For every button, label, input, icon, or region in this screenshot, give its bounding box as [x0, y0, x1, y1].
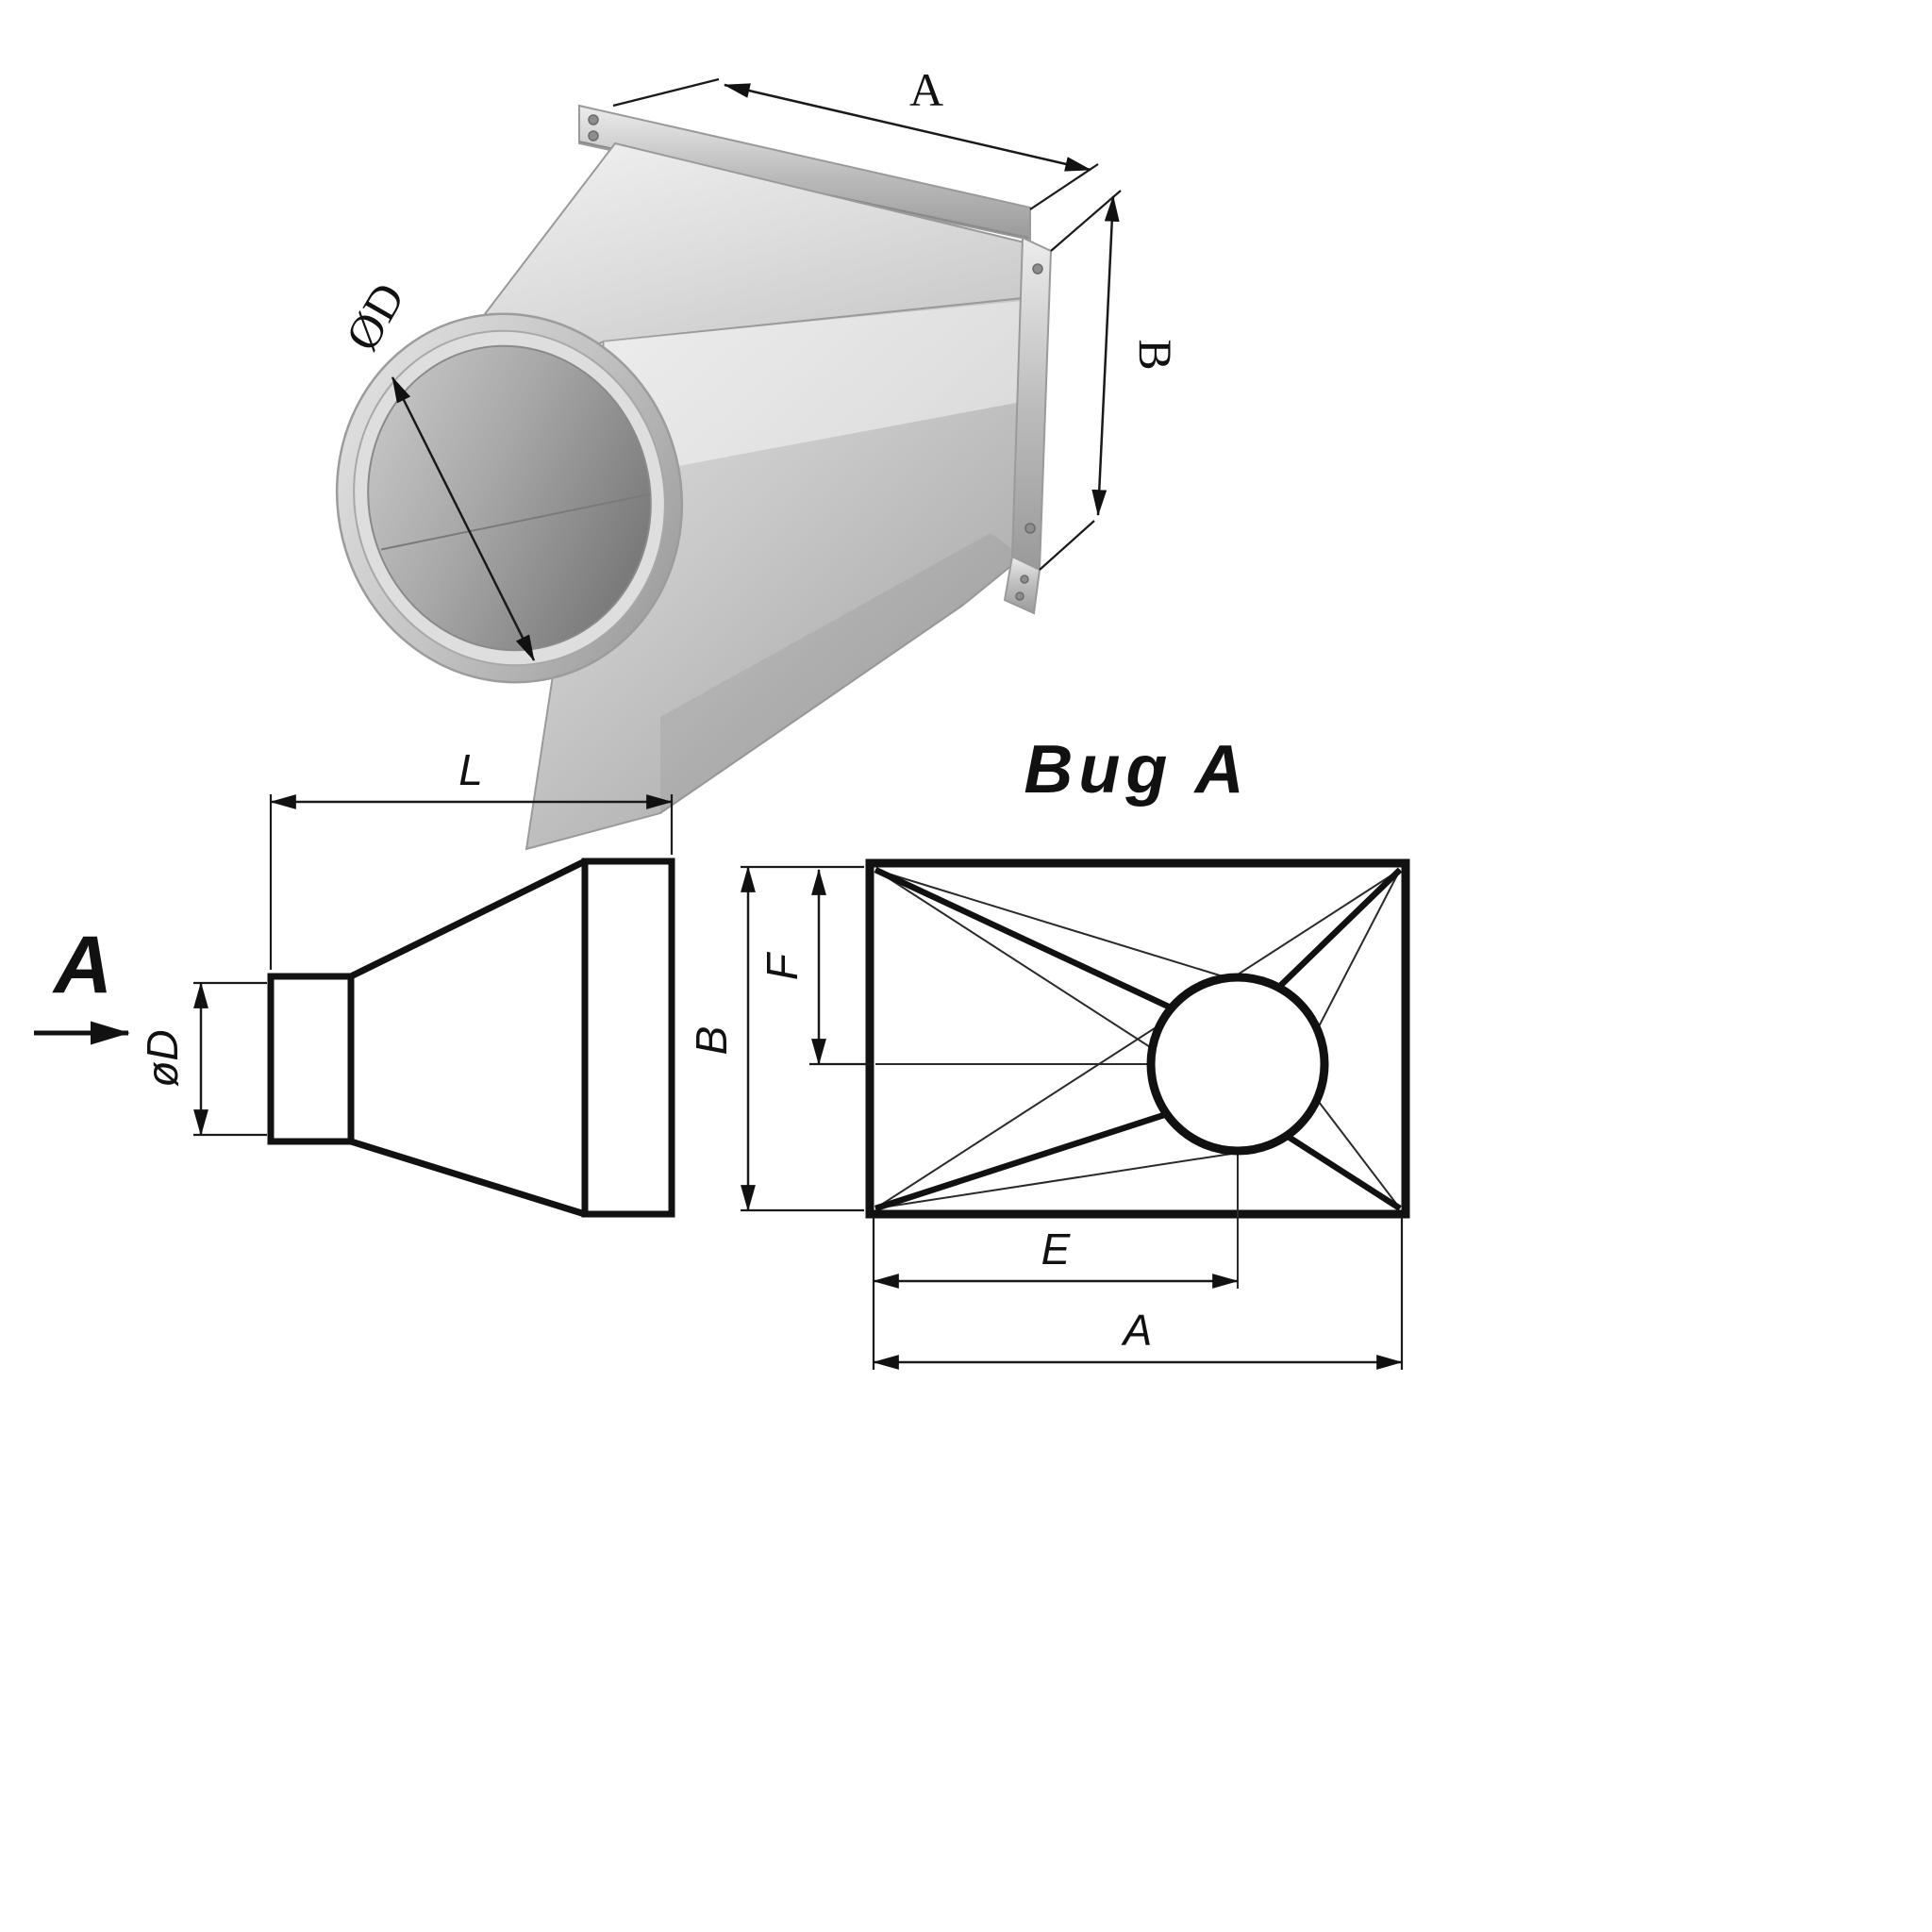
fold-line	[874, 869, 1401, 1209]
dim-label-a: A	[909, 63, 943, 116]
fold-line	[874, 867, 1176, 1012]
view-a-circle	[1146, 973, 1329, 1156]
dim-label-d: ØD	[335, 274, 415, 359]
view-a-title: Bug A	[1024, 732, 1249, 808]
dim-line	[723, 83, 1092, 172]
fold-line	[874, 869, 1233, 980]
fold-line	[874, 1109, 1172, 1212]
rect-end-outline	[581, 858, 675, 1218]
flange-hole	[1015, 591, 1024, 601]
funnel-lower-shade	[660, 533, 1023, 813]
fold-line	[1285, 1133, 1402, 1211]
cone-bottom-line	[349, 1138, 587, 1218]
dim-label-b: B	[687, 1026, 736, 1056]
flange-hole	[1024, 523, 1036, 534]
photo-duct-transition: A B ØD	[335, 63, 1182, 851]
bottom-flange-tab	[1003, 555, 1041, 615]
dim-label-a: A	[1121, 1306, 1153, 1355]
viewa-dim-e: E	[872, 1217, 1240, 1289]
side-view: L øD A	[34, 745, 675, 1218]
viewa-dim-a: A	[872, 1217, 1404, 1370]
dim-label-e: E	[1041, 1224, 1072, 1274]
dim-line	[391, 375, 536, 662]
flange-hole	[1032, 263, 1043, 275]
fold-line	[1274, 867, 1403, 991]
dim-label-l: L	[458, 745, 483, 794]
dim-label-f: F	[758, 951, 807, 980]
viewa-dim-b: B	[687, 865, 864, 1212]
photo-dim-a: A	[612, 63, 1099, 210]
funnel-highlight	[604, 300, 1032, 476]
ext-line	[612, 77, 720, 108]
dim-label-d: øD	[138, 1029, 187, 1087]
dim-label-b: B	[1129, 339, 1182, 370]
side-dim-l: L	[269, 745, 674, 970]
dim-line	[1091, 194, 1120, 517]
ext-line	[1029, 163, 1099, 210]
view-direction-marker: A	[34, 920, 130, 1045]
round-stub-outline	[267, 973, 355, 1145]
ext-line	[1039, 520, 1095, 571]
fold-line	[1316, 869, 1401, 1031]
flange-hole	[588, 114, 599, 125]
view-a: Bug A B	[687, 732, 1410, 1370]
fold-line	[1318, 1101, 1401, 1209]
viewa-dim-f: F	[758, 868, 874, 1066]
cone-top-line	[349, 858, 587, 980]
fold-line	[874, 1152, 1239, 1209]
flange-hole	[588, 130, 599, 142]
fold-lines-thick	[874, 867, 1403, 1212]
view-letter-a: A	[52, 920, 112, 1010]
photo-dim-b: B	[1039, 190, 1182, 571]
flange-hole	[1020, 575, 1029, 584]
top-flange	[578, 104, 1031, 242]
side-dim-d: øD	[138, 981, 267, 1137]
